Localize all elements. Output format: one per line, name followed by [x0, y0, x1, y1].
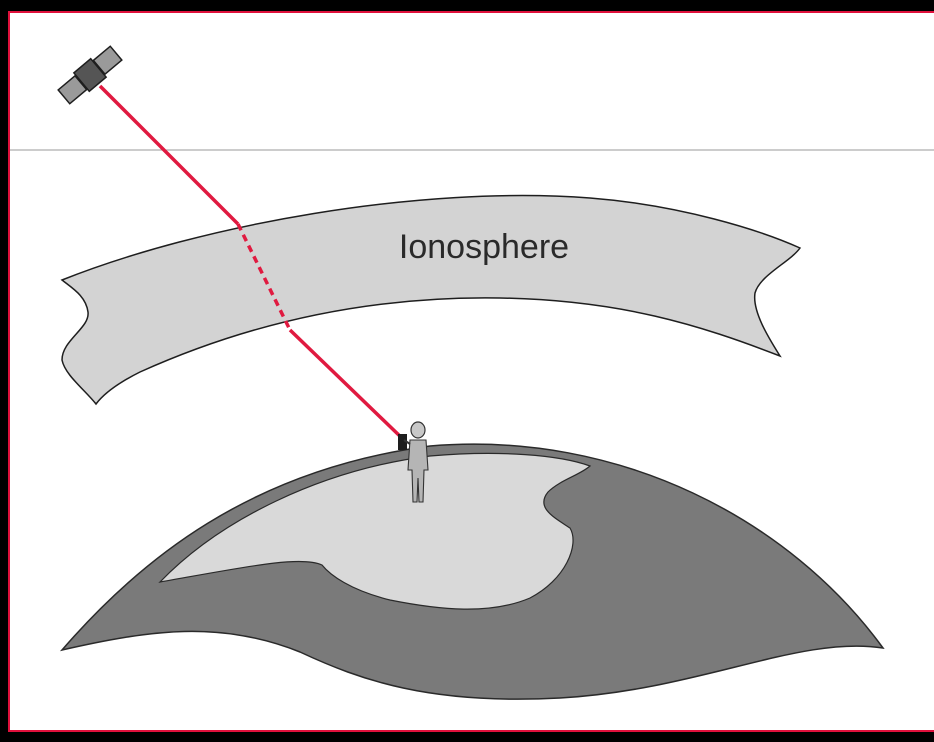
person-head — [411, 422, 425, 438]
ionosphere-label: Ionosphere — [399, 228, 569, 266]
